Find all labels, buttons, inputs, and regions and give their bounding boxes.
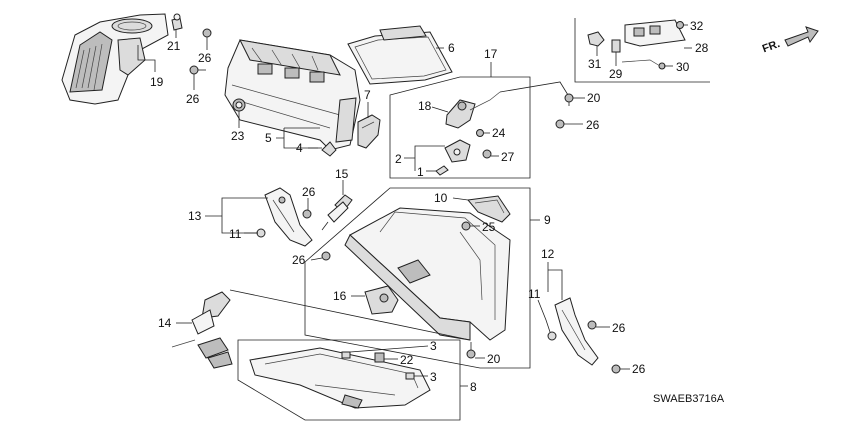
- callout-3: 3: [430, 370, 437, 384]
- callout-8: 8: [470, 380, 477, 394]
- callout-5: 5: [265, 131, 272, 145]
- callout-20: 20: [487, 352, 501, 366]
- frame-9: [304, 187, 531, 369]
- callout-25: 25: [482, 220, 496, 234]
- part-13-hinge: [264, 187, 313, 247]
- frame-17: [389, 76, 531, 179]
- screw-26-a: [202, 28, 212, 43]
- leader-lines: [137, 24, 692, 387]
- callout-6: 6: [448, 41, 455, 55]
- callout-16: 16: [333, 289, 347, 303]
- part-22-clip: [374, 352, 385, 363]
- callout-13: 13: [188, 209, 202, 223]
- part-3-clip-b: [405, 372, 415, 380]
- part-19-vent-housing: [61, 13, 169, 105]
- screw-26-d: [302, 209, 312, 219]
- callout-labels: 19 21 26 26 23 5 4 7 6 17 18 20 26 24 2 …: [150, 19, 709, 394]
- callout-9: 9: [544, 213, 551, 227]
- screw-26-f: [587, 320, 597, 330]
- callout-26: 26: [198, 51, 212, 65]
- part-18-latch: [445, 91, 501, 129]
- callout-27: 27: [501, 150, 515, 164]
- callout-18: 18: [418, 99, 432, 113]
- callout-15: 15: [335, 167, 349, 181]
- callout-26: 26: [612, 321, 626, 335]
- part-24-washer: [476, 129, 484, 137]
- screw-26-c: [555, 119, 565, 129]
- frame-8: [237, 339, 461, 421]
- callout-19: 19: [150, 75, 164, 89]
- front-arrow-icon: [784, 26, 819, 47]
- callout-10: 10: [434, 191, 448, 205]
- part-15-damper: [321, 194, 353, 231]
- callout-29: 29: [609, 67, 623, 81]
- part-11-clip-b: [547, 331, 557, 341]
- screw-26-b: [189, 65, 206, 75]
- cable-lead: [499, 81, 569, 96]
- callout-24: 24: [492, 126, 506, 140]
- callout-20: 20: [587, 91, 601, 105]
- part-12-side-bracket: [554, 297, 599, 366]
- callout-26: 26: [292, 253, 306, 267]
- callout-26: 26: [186, 92, 200, 106]
- callout-21: 21: [167, 39, 181, 53]
- callout-23: 23: [231, 129, 245, 143]
- screw-26-e: [321, 251, 331, 261]
- callout-28: 28: [695, 41, 709, 55]
- callout-17: 17: [484, 47, 498, 61]
- screw-20-b: [466, 342, 476, 359]
- screw-20-a: [564, 93, 574, 106]
- part-14-key-cylinder: [171, 291, 233, 369]
- screw-26-g: [611, 364, 621, 374]
- part-16-lock: [364, 285, 399, 315]
- callout-26: 26: [632, 362, 646, 376]
- callout-12: 12: [541, 247, 555, 261]
- callout-3: 3: [430, 339, 437, 353]
- part-7-bracket: [357, 114, 381, 149]
- diagram-code: SWAEB3716A: [653, 393, 725, 405]
- callout-1: 1: [417, 165, 424, 179]
- screw-25: [461, 221, 471, 231]
- part-9-glovebox: [344, 207, 511, 341]
- callout-26: 26: [302, 185, 316, 199]
- callout-26: 26: [586, 118, 600, 132]
- part-1-pin: [435, 165, 449, 176]
- part-8-lower-panel: [249, 347, 431, 409]
- part-27-screw: [482, 149, 492, 159]
- key-lead: [229, 289, 471, 341]
- part-10-stopper: [467, 195, 511, 223]
- callout-7: 7: [364, 88, 371, 102]
- part-4-clip: [321, 141, 337, 157]
- callout-11: 11: [229, 227, 242, 241]
- part-6-trim-panel: [347, 25, 453, 85]
- part-11-clip-a: [256, 228, 266, 238]
- callout-4: 4: [296, 141, 303, 155]
- callout-2: 2: [395, 152, 402, 166]
- part-3-clip-a: [341, 351, 351, 359]
- callout-14: 14: [158, 316, 172, 330]
- callout-11: 11: [528, 287, 541, 301]
- part-5-dash-module: [224, 39, 361, 151]
- callout-31: 31: [588, 57, 602, 71]
- part-23-grommet: [232, 98, 246, 112]
- callout-32: 32: [690, 19, 704, 33]
- callout-22: 22: [400, 353, 414, 367]
- callout-30: 30: [676, 60, 690, 74]
- part-2-catch: [444, 139, 471, 163]
- orientation-label: FR.: [761, 38, 782, 55]
- part-21-clip: [171, 13, 183, 31]
- inset-box: [574, 18, 710, 83]
